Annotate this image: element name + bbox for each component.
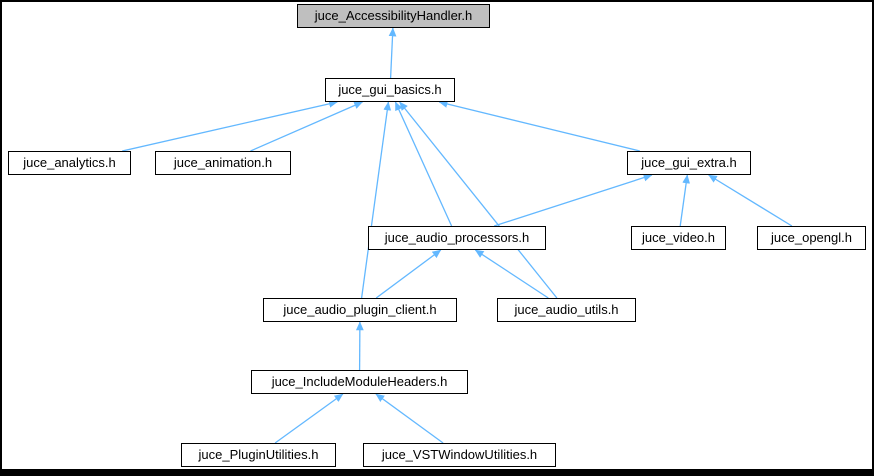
node-juce-audio-plugin-client[interactable]: juce_audio_plugin_client.h (263, 298, 457, 322)
node-juce-plugin-utilities[interactable]: juce_PluginUtilities.h (181, 443, 336, 467)
include-edge-video-to-gui_extra (679, 174, 691, 227)
include-edge-animation-to-gui_basics (250, 101, 363, 152)
include-edge-audio_utils-to-gui_basics (399, 101, 558, 299)
include-edge-audio_processors-to-gui_basics (394, 101, 453, 227)
node-juce-include-module-headers[interactable]: juce_IncludeModuleHeaders.h (251, 370, 468, 394)
include-edge-analytics-to-gui_basics (122, 100, 338, 152)
node-juce-audio-processors[interactable]: juce_audio_processors.h (368, 226, 546, 250)
include-edge-audio_processors-to-gui_extra (493, 173, 653, 227)
edges-layer (122, 27, 793, 444)
node-juce-gui-extra[interactable]: juce_gui_extra.h (627, 151, 751, 175)
include-edge-gui_extra-to-gui_basics (438, 100, 640, 152)
node-juce-opengl[interactable]: juce_opengl.h (757, 226, 866, 250)
include-edge-audio_plugin_client-to-audio_processors (375, 249, 442, 299)
node-juce-animation[interactable]: juce_animation.h (155, 151, 291, 175)
node-juce-vst-window-utilities[interactable]: juce_VSTWindowUtilities.h (363, 443, 556, 467)
include-edge-plugin_utilities-to-include_module_headers (274, 393, 344, 444)
node-juce-audio-utils[interactable]: juce_audio_utils.h (497, 298, 636, 322)
node-juce-gui-basics[interactable]: juce_gui_basics.h (325, 78, 455, 102)
node-juce-video[interactable]: juce_video.h (631, 226, 726, 250)
include-edge-gui_basics-to-accessibility (388, 27, 397, 79)
node-juce-accessibility-handler[interactable]: juce_AccessibilityHandler.h (297, 4, 490, 28)
include-edge-audio_plugin_client-to-gui_basics (360, 101, 392, 299)
include-edge-vst_window_utilities-to-include_module_headers (375, 393, 444, 444)
node-juce-analytics[interactable]: juce_analytics.h (8, 151, 131, 175)
include-edge-audio_utils-to-audio_processors (474, 249, 549, 299)
include-edge-opengl-to-gui_extra (708, 174, 793, 227)
